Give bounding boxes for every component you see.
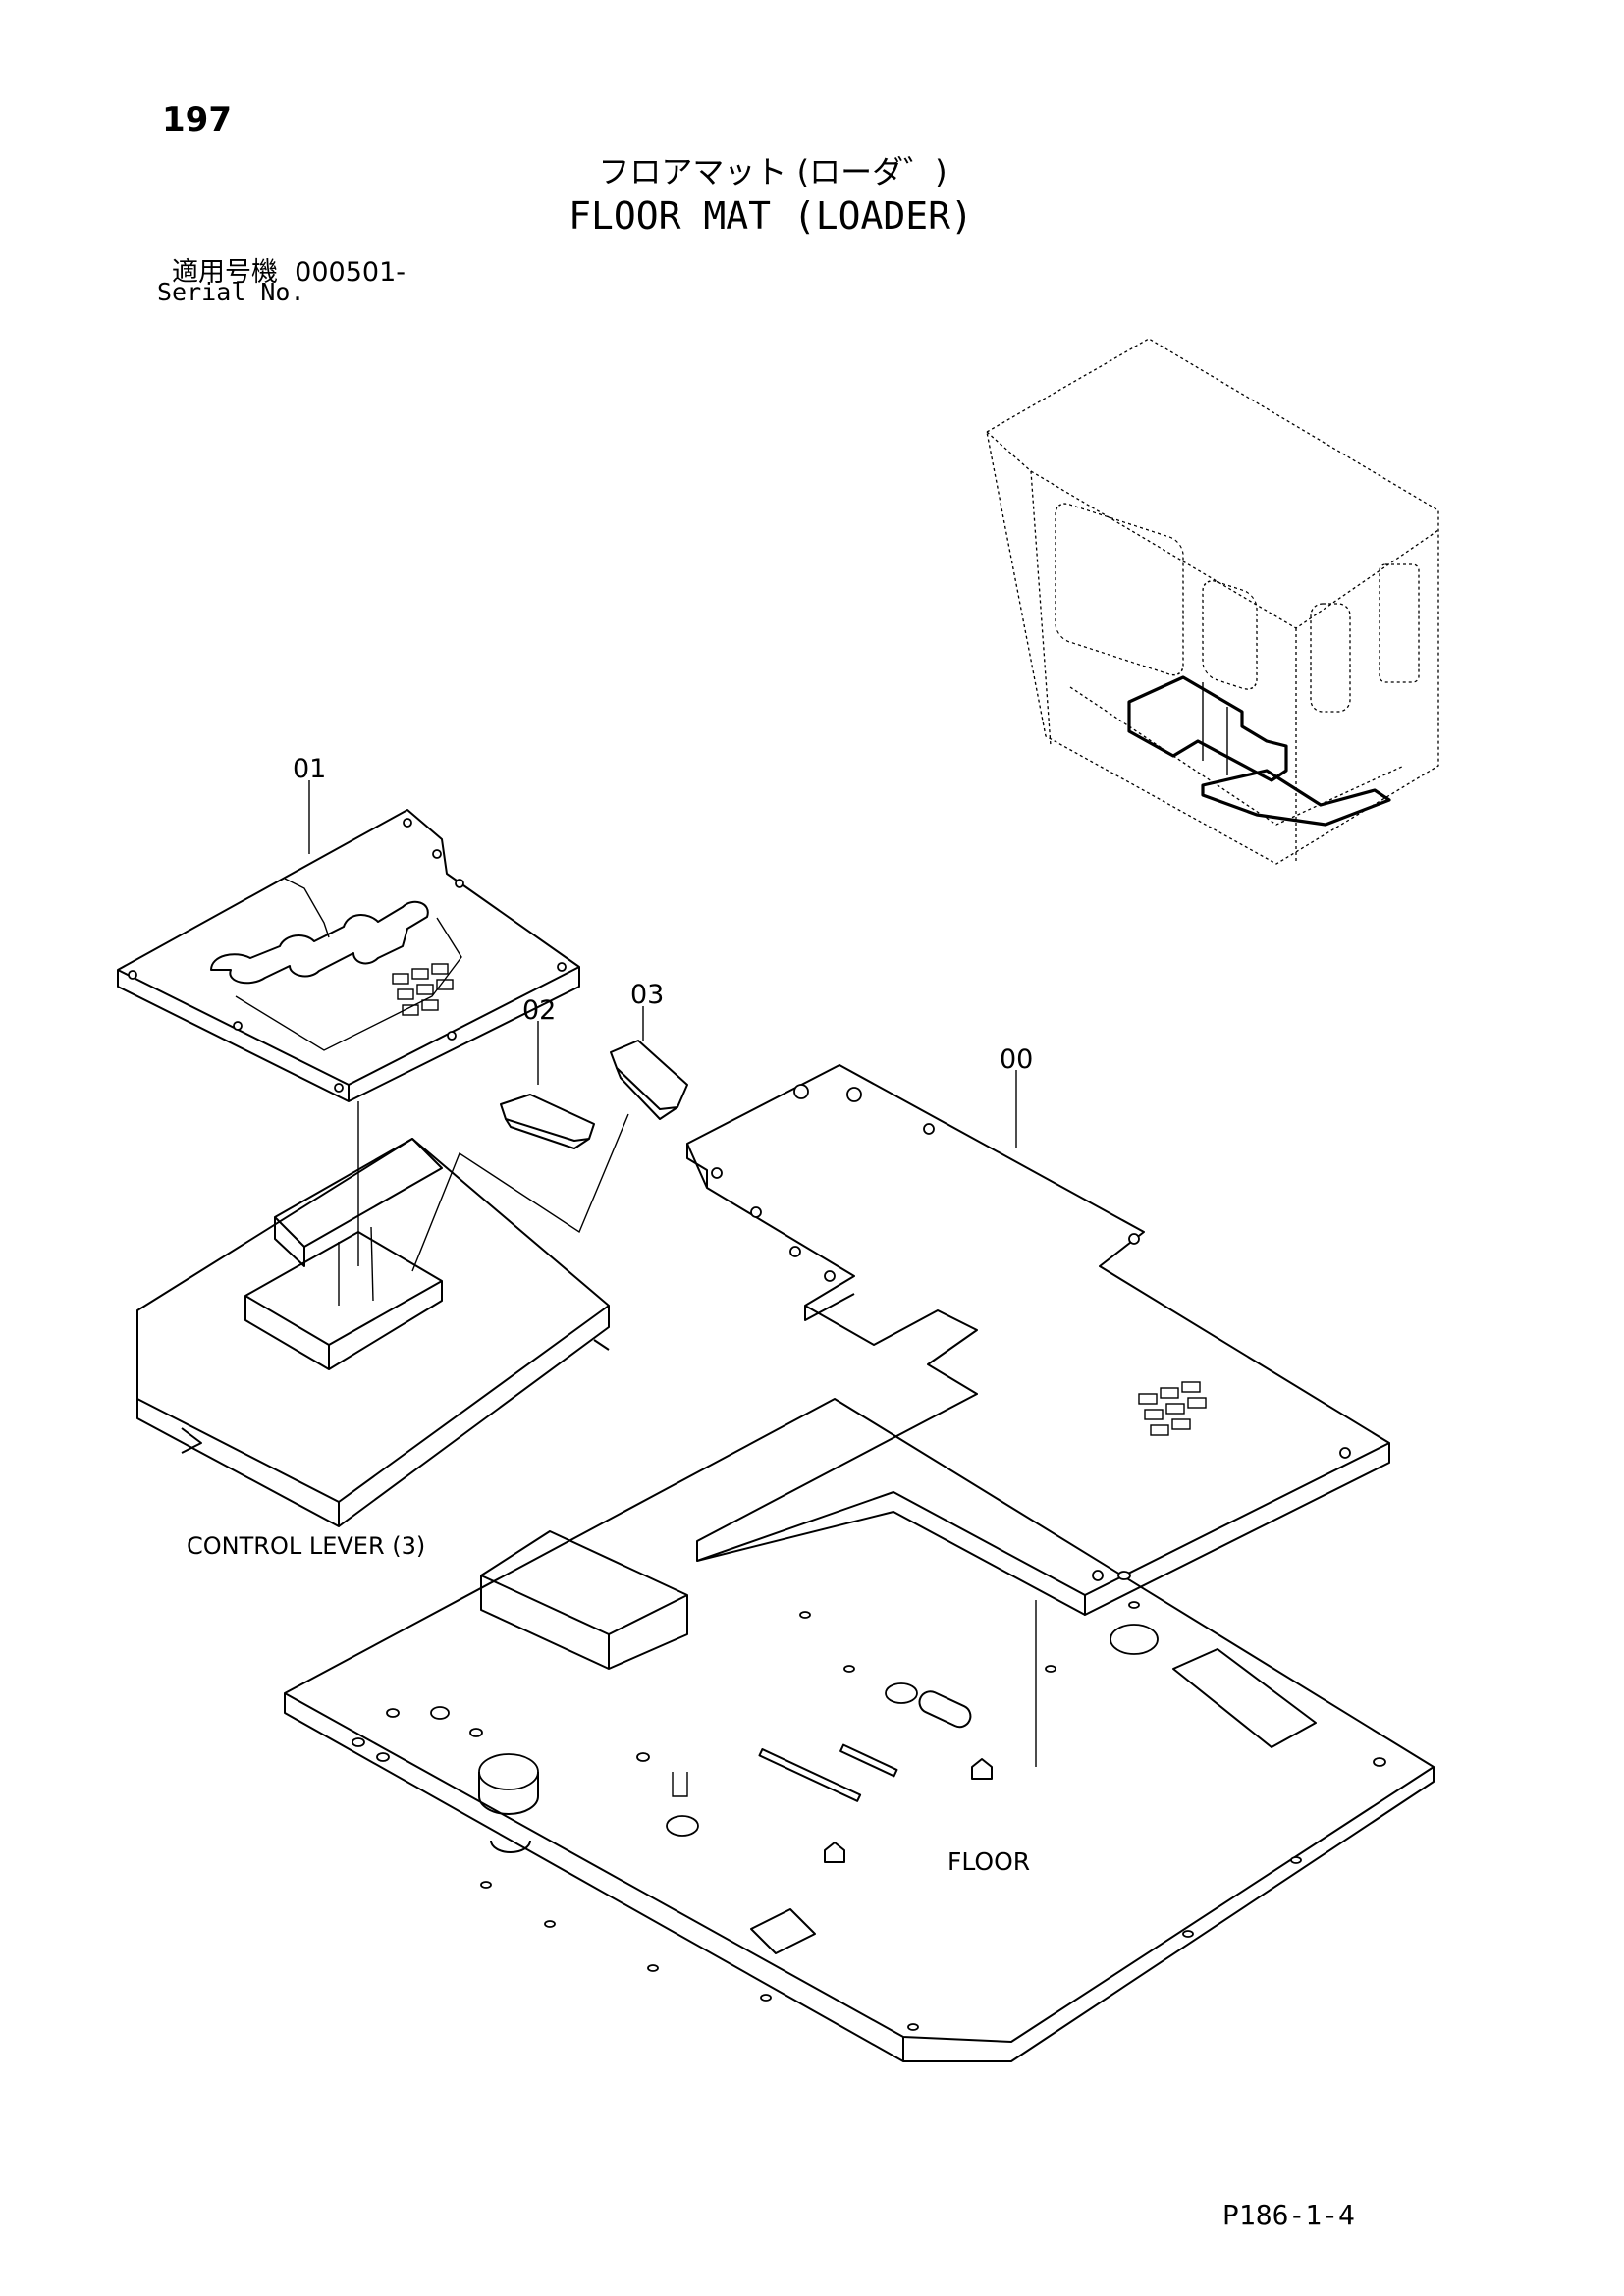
control-lever-console <box>136 1138 610 1527</box>
page-number: 197 <box>162 100 232 139</box>
cab-location-inset <box>986 338 1439 865</box>
serial-label: Serial No. <box>157 278 305 306</box>
part-02-pedal-pad <box>500 1094 595 1149</box>
figure-code: P186-1-4 <box>1222 2199 1355 2231</box>
floor-plate <box>284 1398 1435 2062</box>
serial-value: 000501- <box>295 257 406 288</box>
page-title-japanese: フロアマット (ローダ゛) <box>598 153 947 190</box>
part-00-emblem <box>1138 1381 1207 1436</box>
callout-part-02: 02 <box>522 995 556 1026</box>
callout-floor: FLOOR <box>947 1847 1030 1876</box>
serial-label-japanese: 適用号機 <box>172 257 278 288</box>
callout-control-lever: CONTROL LEVER (3) <box>187 1532 425 1560</box>
part-03-pedal-pad <box>610 1040 688 1120</box>
part-01-emblem <box>392 963 454 1016</box>
callout-part-00: 00 <box>1000 1044 1033 1075</box>
part-01-lever-mat <box>117 809 580 1102</box>
callout-part-03: 03 <box>630 980 664 1010</box>
callout-part-01: 01 <box>293 754 326 784</box>
callouts: 01 02 03 00 CONTROL LEVER (3) FLOOR <box>187 754 1033 1876</box>
part-00-floor-mat <box>686 1064 1390 1616</box>
page-title: FLOOR MAT (LOADER) <box>568 194 973 238</box>
serial-range: 適用号機 000501- <box>172 250 406 289</box>
leader-lines <box>308 780 1037 1767</box>
